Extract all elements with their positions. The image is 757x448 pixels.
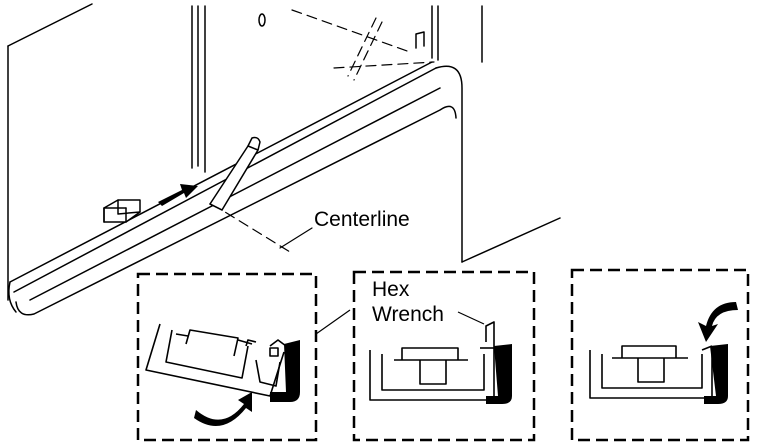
- detail-box-3: [570, 268, 750, 442]
- bottom-seal: [704, 344, 728, 404]
- detail-box-2: Hex Wrench: [352, 270, 536, 442]
- main-illustration: [7, 3, 561, 316]
- bottom-seal: [486, 344, 512, 404]
- centerline-label: Centerline: [314, 208, 410, 231]
- press-down-arrow-icon: [698, 302, 738, 342]
- hex-label: Hex: [372, 278, 410, 301]
- detail-box-1: [136, 272, 318, 442]
- bottom-seal: [270, 340, 300, 402]
- rotate-arrow-icon: [194, 392, 252, 426]
- slide-arrow-icon: [158, 184, 198, 206]
- wrench-label: Wrench: [372, 303, 444, 326]
